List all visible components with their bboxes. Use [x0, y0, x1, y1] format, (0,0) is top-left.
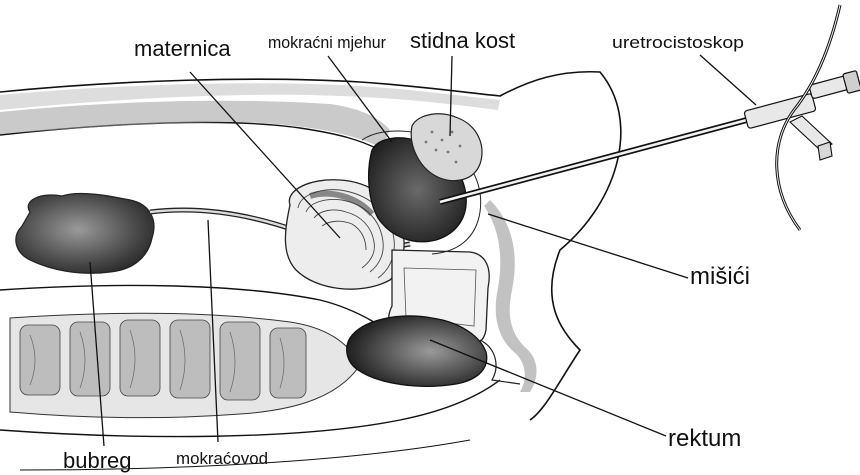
spine [10, 313, 360, 417]
rectum [347, 316, 520, 386]
kidney [16, 193, 154, 273]
label-rektum: rektum [668, 425, 741, 452]
label-uretrocistoskop: uretrocistoskop [612, 33, 744, 52]
label-stidna-kost: stidna kost [410, 28, 515, 53]
label-misici: mišići [690, 263, 750, 290]
label-mokracni-mjehur: mokraćni mjehur [268, 33, 386, 52]
label-bubreg: bubreg [63, 448, 132, 473]
perineum-shading [484, 200, 537, 392]
label-maternica: maternica [134, 36, 231, 61]
label-mokracovod: mokraćovod [176, 449, 268, 468]
